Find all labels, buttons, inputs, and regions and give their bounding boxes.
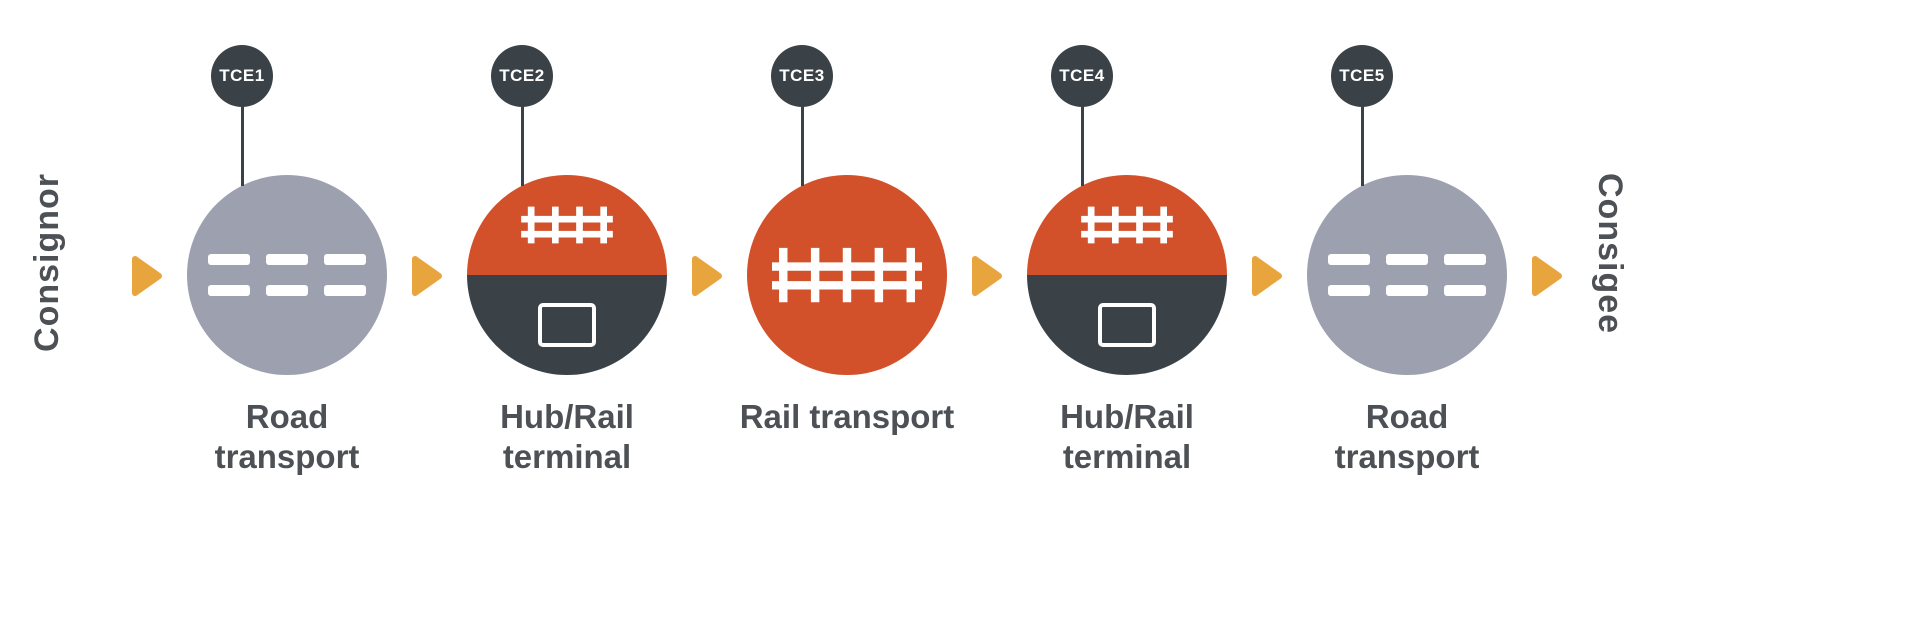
flow-arrow [410,253,444,299]
tce-badge: TCE3 [771,45,833,107]
hub-rail-terminal-circle [1027,175,1227,375]
terminal-half [1027,275,1227,375]
tce-marker: TCE2 [491,45,553,186]
badge-connector-line [1080,107,1084,186]
consigee-label: Consigee [1591,173,1629,335]
rail-track-icon [772,247,922,303]
station-label: Road transport [1334,398,1480,476]
station-label: Rail transport [739,398,955,435]
tce-marker: TCE1 [211,45,273,186]
road-dashes-icon [208,254,366,296]
tce-marker: TCE4 [1051,45,1113,186]
road-transport-circle [187,175,387,375]
hub-rail-terminal-circle [467,175,667,375]
tce-marker: TCE3 [771,45,833,186]
flow-arrow [1530,253,1564,299]
right-arrow-icon [1532,256,1562,296]
station-hub-rail-terminal-1: TCE2 Hub/Rail terminal [452,45,682,478]
consignor-label: Consignor [28,173,66,352]
station-label: Hub/Rail terminal [1060,398,1194,476]
terminal-half [467,275,667,375]
station-rail-transport: TCE3 Rail transport [732,45,962,437]
station-road-transport-2: TCE5 Road transport [1292,45,1522,478]
road-transport-circle [1307,175,1507,375]
rail-half [467,175,667,275]
badge-connector-line [1360,107,1364,186]
flow-arrow [690,253,724,299]
tablet-icon [538,303,596,347]
badge-connector-line [800,107,804,186]
station-label: Hub/Rail terminal [500,398,634,476]
right-arrow-icon [692,256,722,296]
tce-badge: TCE2 [491,45,553,107]
flow-arrow [1250,253,1284,299]
flow-arrow [970,253,1004,299]
tce-badge: TCE4 [1051,45,1113,107]
rail-half [1027,175,1227,275]
rail-transport-circle [747,175,947,375]
tce-marker: TCE5 [1331,45,1393,186]
road-dashes-icon [1328,254,1486,296]
right-arrow-icon [972,256,1002,296]
station-label: Road transport [214,398,360,476]
right-arrow-icon [412,256,442,296]
rail-track-icon [521,206,613,244]
tce-badge: TCE5 [1331,45,1393,107]
tce-badge: TCE1 [211,45,273,107]
station-hub-rail-terminal-2: TCE4 Hub/Rail terminal [1012,45,1242,478]
badge-connector-line [240,107,244,186]
badge-connector-line [520,107,524,186]
flow-arrow [130,253,164,299]
right-arrow-icon [132,256,162,296]
tablet-icon [1098,303,1156,347]
right-arrow-icon [1252,256,1282,296]
station-road-transport-1: TCE1 Road transport [172,45,402,478]
rail-track-icon [1081,206,1173,244]
